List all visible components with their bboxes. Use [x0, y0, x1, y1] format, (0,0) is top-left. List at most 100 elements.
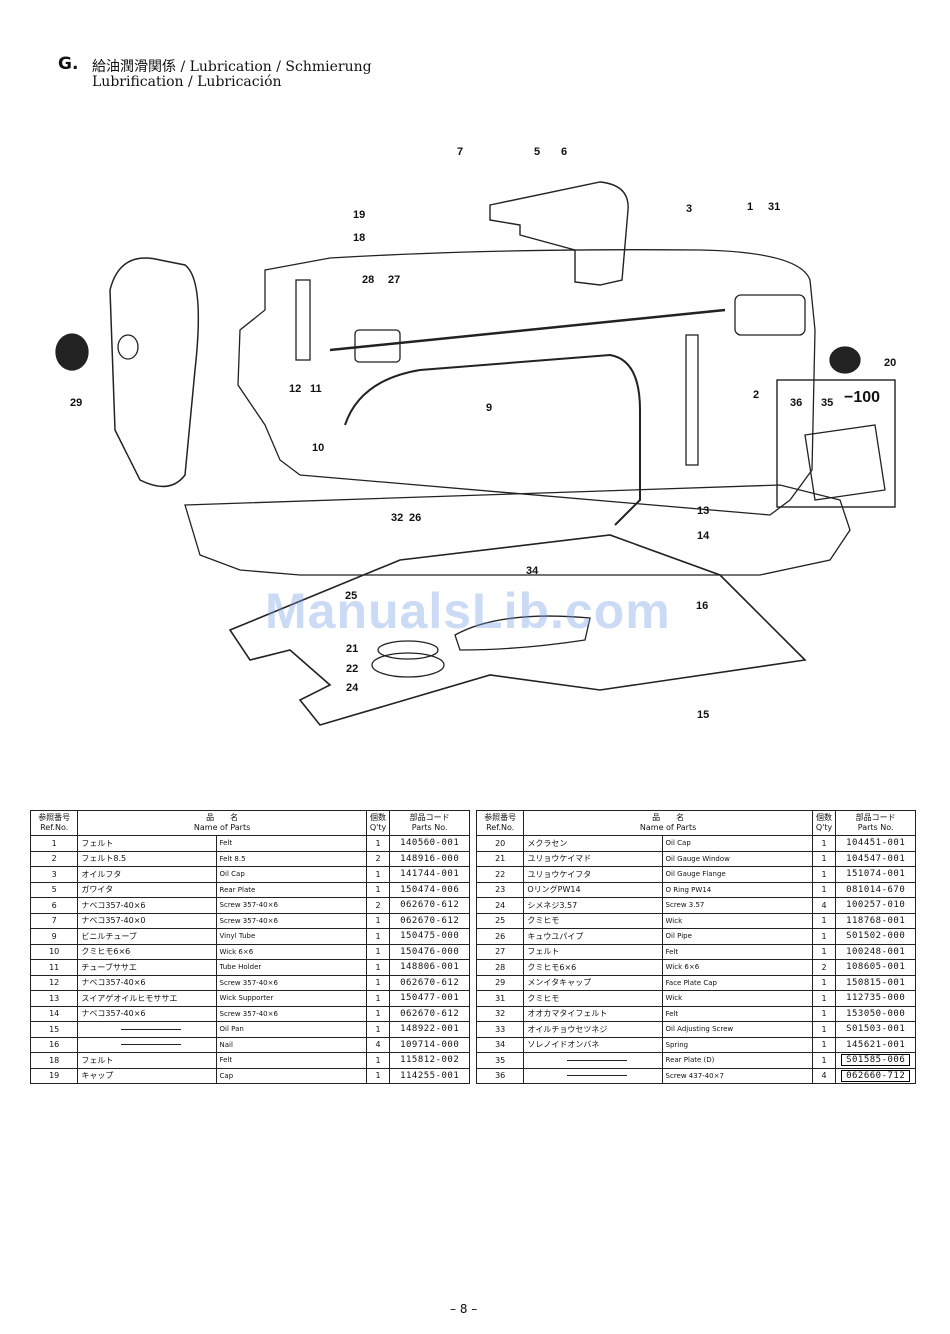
svg-text:12: 12	[289, 383, 301, 395]
japanese-name-cell	[77, 1036, 217, 1053]
japanese-name-cell: メンイタキャップ	[523, 974, 663, 991]
ref-cell: 19	[29, 1067, 79, 1084]
english-name-cell: Oil Cap	[661, 835, 813, 852]
ref-cell: 35	[475, 1052, 525, 1069]
parts-number-cell: 148916-000	[389, 850, 470, 867]
svg-text:14: 14	[697, 530, 710, 542]
inset-label: −100	[844, 389, 880, 406]
parts-number-cell: 150815-001	[835, 974, 916, 991]
english-name-cell: Wick Supporter	[215, 990, 367, 1007]
ref-cell: 12	[29, 974, 79, 991]
svg-text:5: 5	[534, 146, 540, 158]
machine-bed-outline	[184, 484, 851, 576]
parts-number-cell: 153050-000	[835, 1005, 916, 1022]
svg-text:25: 25	[345, 590, 357, 602]
english-name-cell: O Ring PW14	[661, 881, 813, 898]
blank-dash	[567, 1059, 628, 1061]
parts-number-cell: 100248-001	[835, 943, 916, 960]
parts-number-cell: 115812-002	[389, 1052, 470, 1069]
ref-cell: 28	[475, 959, 525, 976]
svg-text:7: 7	[457, 146, 463, 158]
english-name-cell: Oil Cap	[215, 866, 367, 883]
english-name-cell: Screw 357-40×6	[215, 974, 367, 991]
japanese-name-cell: オイルチョウセツネジ	[523, 1021, 663, 1038]
svg-text:15: 15	[697, 709, 709, 721]
ref-cell: 25	[475, 912, 525, 929]
quantity-cell: 4	[811, 897, 837, 914]
quantity-cell: 1	[811, 1021, 837, 1038]
parts-number-cell: 081014-670	[835, 881, 916, 898]
english-name-cell: Screw 3.57	[661, 897, 813, 914]
watermark: ManualsLib.com	[265, 583, 671, 639]
quantity-cell: 1	[811, 974, 837, 991]
english-name-cell: Nail	[215, 1036, 367, 1053]
parts-number-cell: 104451-001	[835, 835, 916, 852]
japanese-name-cell: ユリョウケイマド	[523, 850, 663, 867]
parts-number-cell: 100257-010	[835, 897, 916, 914]
japanese-name-cell	[523, 1052, 663, 1069]
ref-cell: 23	[475, 881, 525, 898]
ref-cell: 7	[29, 912, 79, 929]
japanese-name-cell: クミヒモ6×6	[523, 959, 663, 976]
svg-text:10: 10	[312, 442, 324, 454]
svg-text:1: 1	[747, 201, 753, 213]
svg-text:2: 2	[753, 389, 759, 401]
english-name-cell: Screw 357-40×6	[215, 912, 367, 929]
quantity-cell: 1	[811, 928, 837, 945]
quantity-cell: 1	[365, 866, 391, 883]
callout-labels: 7 5 6 3 1 31 19 18 28 27 20 2 12 11 9 10…	[70, 146, 896, 721]
english-name-cell: Oil Adjusting Screw	[661, 1021, 813, 1038]
ref-cell: 6	[29, 897, 79, 914]
quantity-cell: 1	[365, 1067, 391, 1084]
ref-cell: 10	[29, 943, 79, 960]
japanese-name-cell: フェルト8.5	[77, 850, 217, 867]
quantity-cell: 1	[811, 850, 837, 867]
ref-cell: 13	[29, 990, 79, 1007]
quantity-cell: 2	[811, 959, 837, 976]
english-name-cell: Oil Gauge Flange	[661, 866, 813, 883]
parts-number-cell: 104547-001	[835, 850, 916, 867]
parts-number-cell: 118768-001	[835, 912, 916, 929]
japanese-name-cell: スイアゲオイルヒモササエ	[77, 990, 217, 1007]
svg-text:36: 36	[790, 397, 802, 409]
quantity-cell: 1	[365, 1021, 391, 1038]
japanese-name-cell: ユリョウケイフタ	[523, 866, 663, 883]
japanese-name-cell: ナベコ357-40×6	[77, 1005, 217, 1022]
parts-number-cell: 062670-612	[389, 974, 470, 991]
parts-number-cell: 150477-001	[389, 990, 470, 1007]
english-name-cell: Felt	[661, 943, 813, 960]
quantity-cell: 1	[811, 1036, 837, 1053]
english-name-cell: Tube Holder	[215, 959, 367, 976]
rear-plate	[489, 181, 629, 286]
vinyl-tube	[344, 353, 641, 526]
ref-cell: 20	[475, 835, 525, 852]
svg-text:13: 13	[697, 505, 709, 517]
ref-cell: 9	[29, 928, 79, 945]
quantity-cell: 1	[365, 990, 391, 1007]
parts-number-cell: 148922-001	[389, 1021, 470, 1038]
ref-cell: 22	[475, 866, 525, 883]
svg-text:29: 29	[70, 397, 82, 409]
ref-cell: 1	[29, 835, 79, 852]
svg-text:27: 27	[388, 274, 400, 286]
quantity-cell: 1	[811, 912, 837, 929]
ref-cell: 26	[475, 928, 525, 945]
face-plate	[109, 257, 200, 488]
parts-number-cell: 150474-006	[389, 881, 470, 898]
parts-number-cell: 150476-000	[389, 943, 470, 960]
